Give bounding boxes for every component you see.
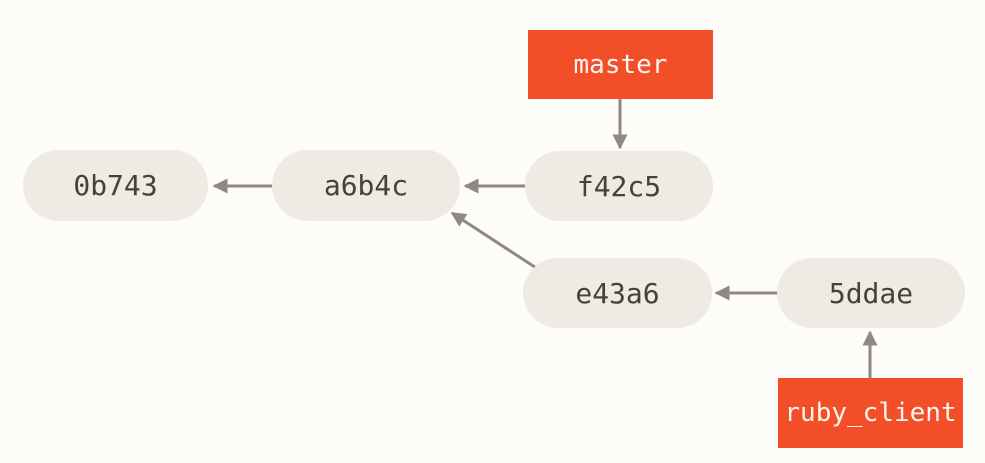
commit-label: e43a6 bbox=[575, 276, 660, 310]
commit-node-5ddae: 5ddae bbox=[777, 258, 965, 328]
commit-node-e43a6: e43a6 bbox=[523, 258, 712, 328]
commit-node-0b743: 0b743 bbox=[23, 150, 208, 221]
commit-label: f42c5 bbox=[576, 169, 662, 203]
commit-label: a6b4c bbox=[323, 169, 409, 202]
branch-label: ruby_client bbox=[784, 398, 957, 428]
branch-label-master: master bbox=[528, 30, 713, 99]
commit-node-f42c5: f42c5 bbox=[525, 151, 713, 221]
branch-label-ruby-client: ruby_client bbox=[778, 378, 963, 448]
branch-label: master bbox=[573, 49, 668, 80]
commit-label: 0b743 bbox=[73, 169, 158, 202]
commit-node-a6b4c: a6b4c bbox=[272, 150, 460, 221]
commit-label: 5ddae bbox=[828, 276, 914, 310]
